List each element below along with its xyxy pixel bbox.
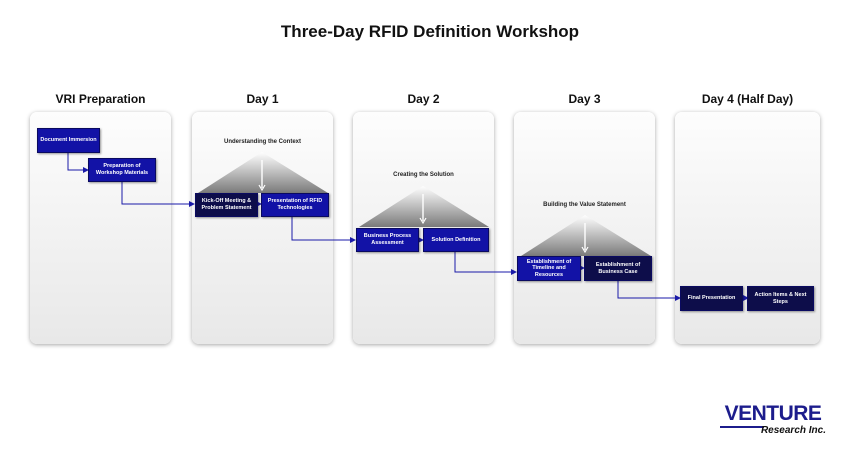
day-1-subtitle: Understanding the Context — [223, 139, 301, 145]
box-business-process: Business Process Assessment — [356, 228, 419, 252]
column-header-day-2: Day 2 — [407, 92, 440, 106]
day-3-subtitle: Building the Value Statement — [543, 202, 626, 208]
box-final-presentation: Final Presentation — [680, 286, 743, 311]
column-header-day-3: Day 3 — [568, 92, 601, 106]
day-3-triangle — [521, 215, 651, 256]
venture-research-logo: VENTURE Research Inc. — [718, 402, 828, 438]
day-1-triangle — [198, 152, 328, 193]
column-header-vri-preparation: VRI Preparation — [55, 92, 146, 106]
arrow-immersion-to-preparation — [67, 153, 89, 173]
day-2-triangle — [359, 186, 489, 227]
logo-name: VENTURE — [724, 402, 822, 425]
arrow-preparation-to-kickoff — [121, 182, 195, 207]
column-header-day-1: Day 1 — [246, 92, 279, 106]
box-preparation-materials: Preparation of Workshop Materials — [88, 158, 156, 182]
box-solution-definition: Solution Definition — [423, 228, 489, 252]
column-header-day-4: Day 4 (Half Day) — [701, 92, 794, 106]
panel-day-1 — [192, 112, 333, 344]
logo-subname: Research Inc. — [760, 425, 826, 436]
arrow-presentation-to-business-process — [291, 217, 356, 243]
page-title: Three-Day RFID Definition Workshop — [280, 22, 580, 41]
logo-underline — [720, 426, 764, 428]
box-timeline-resources: Establishment of Timeline and Resources — [517, 256, 581, 281]
box-kickoff-meeting: Kick-Off Meeting & Problem Statement — [195, 193, 258, 217]
arrow-business-case-to-final — [617, 281, 681, 301]
arrow-solution-to-timeline — [454, 252, 517, 275]
box-action-items: Action Items & Next Steps — [747, 286, 814, 311]
day-2-subtitle: Creating the Solution — [393, 172, 454, 178]
box-presentation-rfid: Presentation of RFID Technologies — [261, 193, 329, 217]
box-business-case: Establishment of Business Case — [584, 256, 652, 281]
box-document-immersion: Document Immersion — [37, 128, 100, 153]
